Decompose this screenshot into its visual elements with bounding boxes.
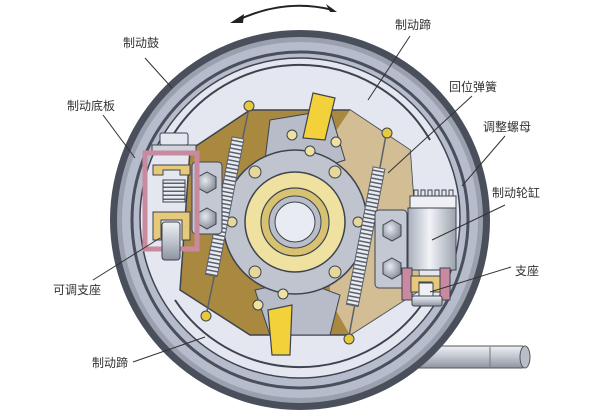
label-wheel-cylinder: 制动轮缸 [492,186,541,200]
label-brake-shoe-bottom: 制动蹄 [92,356,129,370]
label-adjustable-support: 可调支座 [53,283,102,297]
label-brake-drum: 制动鼓 [123,36,160,50]
bolt-plate-right [374,209,408,289]
label-support-seat: 支座 [515,264,540,278]
cam-bottom [252,288,293,356]
return-spring-right [343,127,393,345]
label-return-spring: 回位弹簧 [449,80,498,94]
rotation-arrow-icon [230,4,337,23]
adjustable-support [142,132,200,261]
wheel-cylinder [401,189,457,307]
label-brake-shoe-top: 制动蹄 [395,18,432,32]
label-adjusting-nut: 调整螺母 [483,120,532,134]
cam-top [286,92,342,157]
label-brake-backing-plate: 制动底板 [67,99,116,113]
leader-lines [92,35,512,363]
return-spring-left [200,100,255,322]
hub [222,149,368,295]
